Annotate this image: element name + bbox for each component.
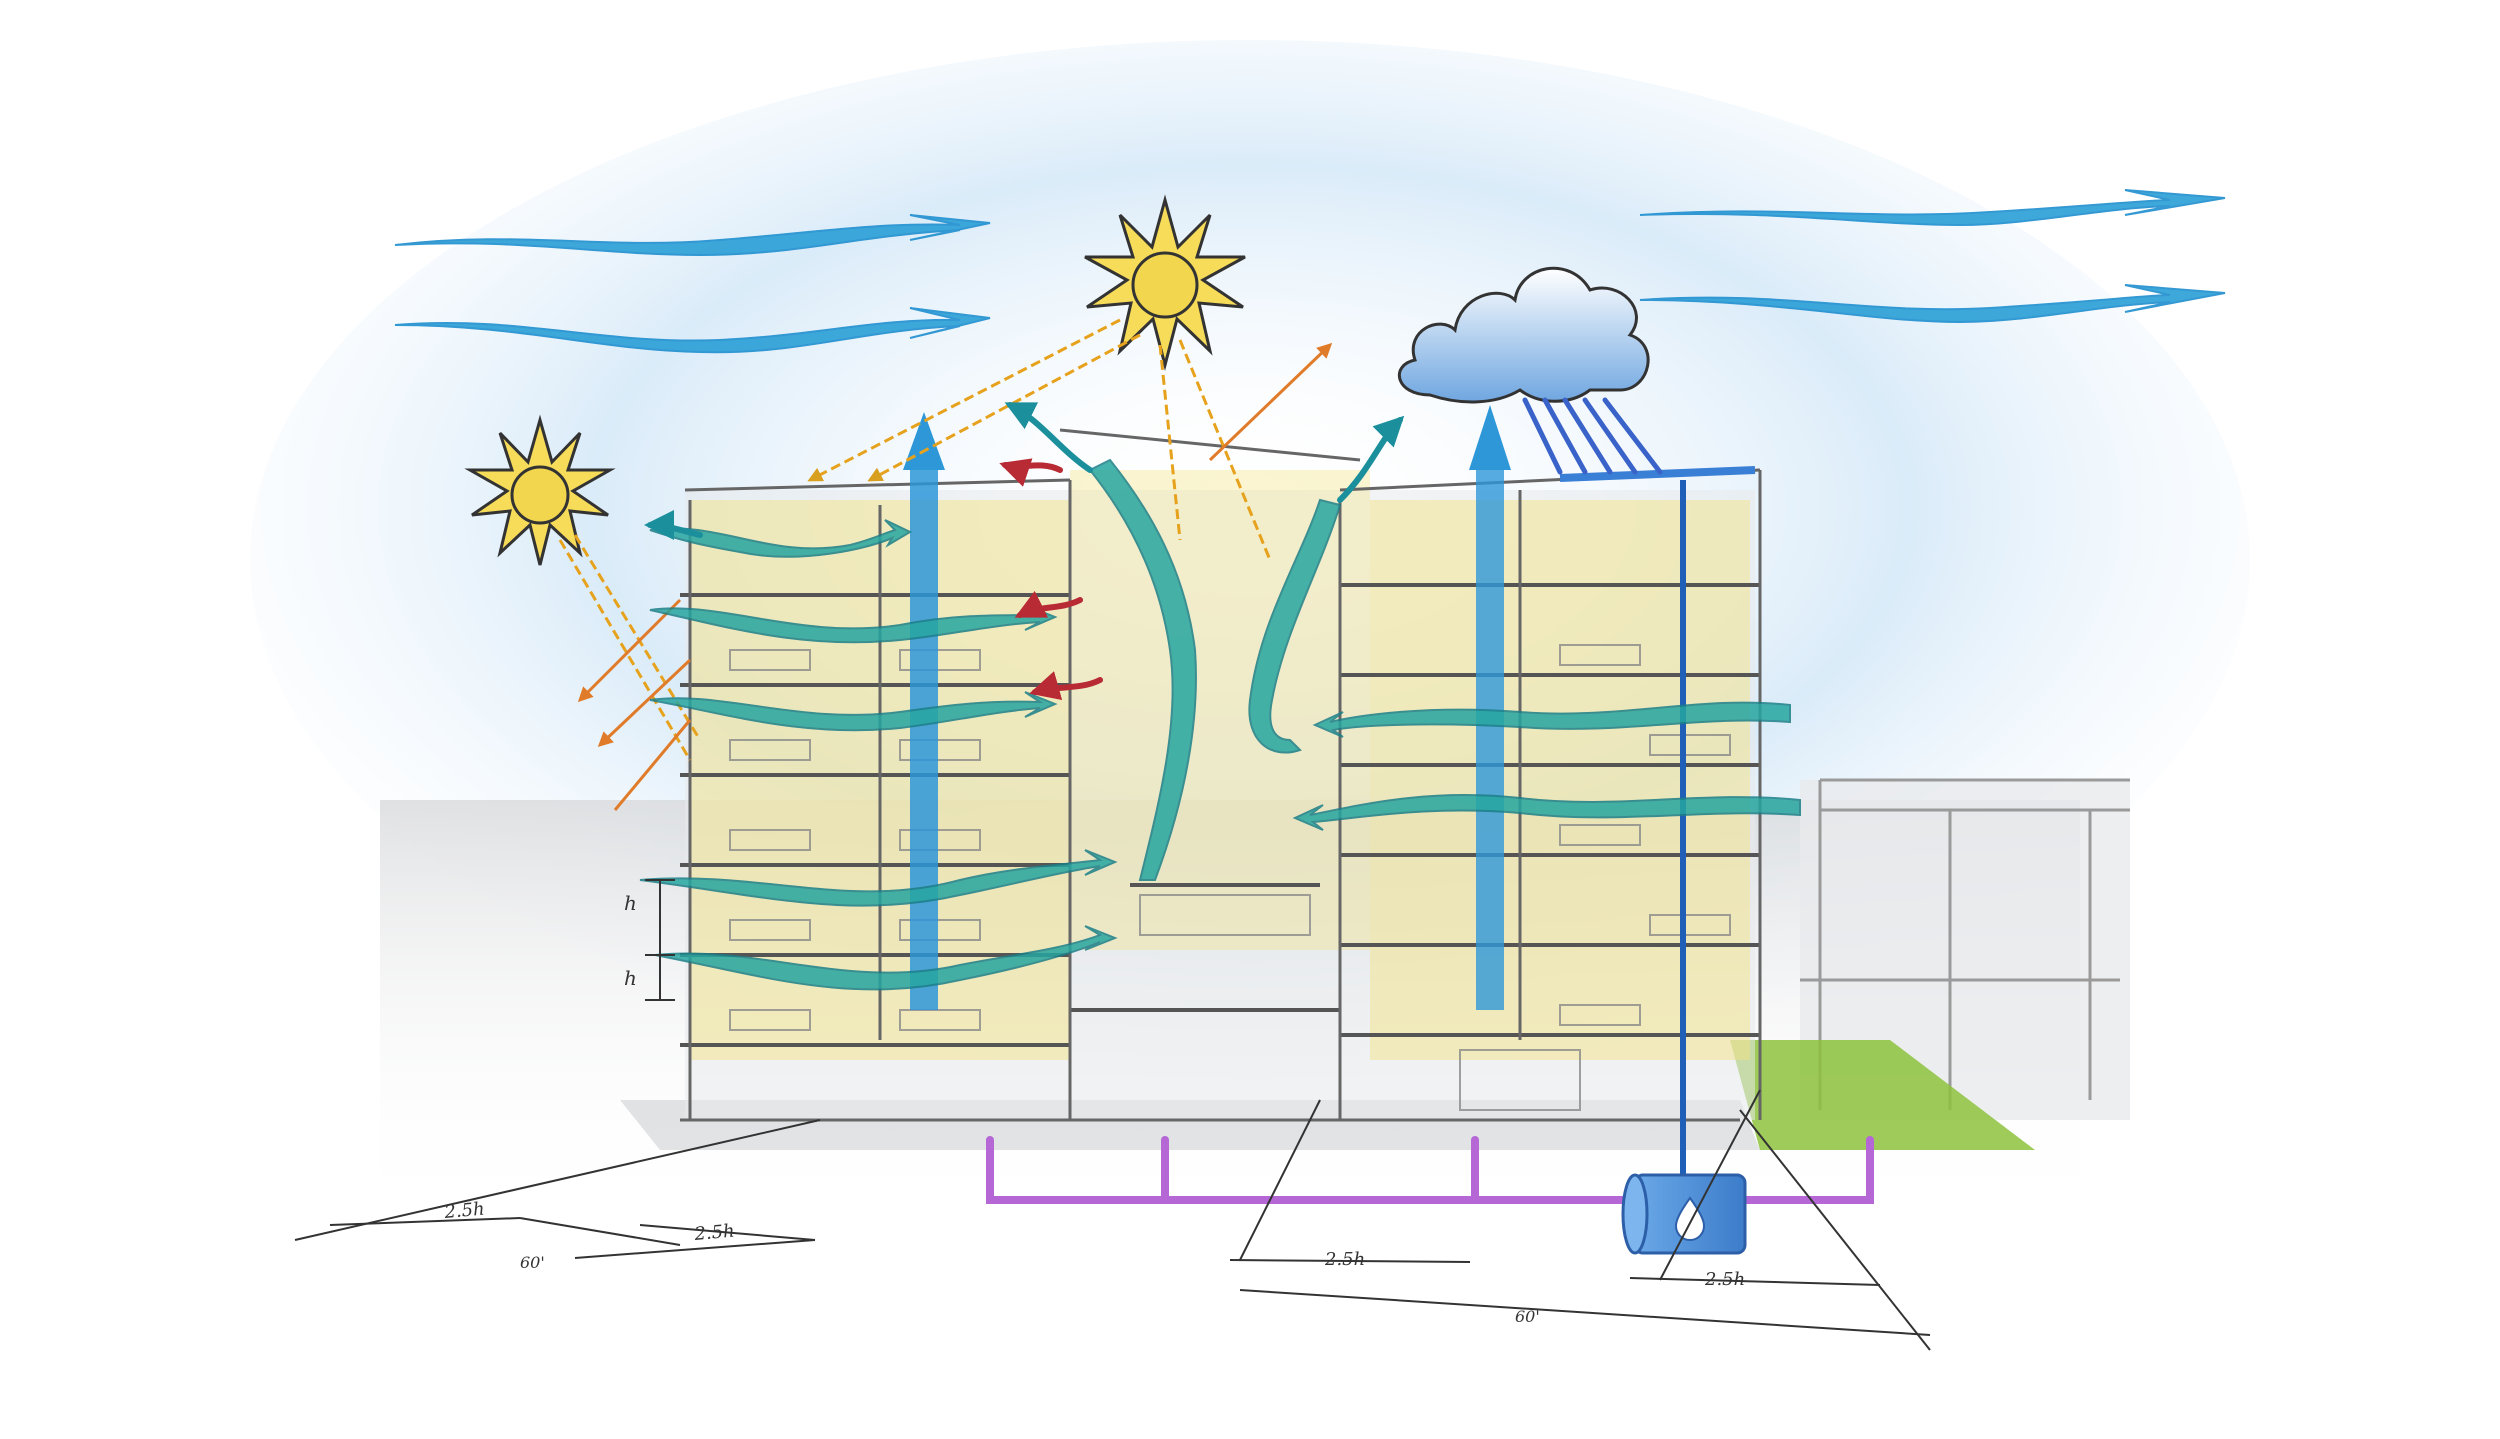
exhaust-outflow <box>644 402 1405 541</box>
dim-left-module-2: 2.5h <box>693 1221 736 1246</box>
dim-floor-height-2: h <box>624 966 637 990</box>
lawn <box>1730 1040 2035 1150</box>
dim-left-module-1: 2.5h <box>443 1199 486 1224</box>
dim-right-total: 60' <box>1515 1307 1540 1326</box>
wind-stream-3 <box>1639 189 2226 227</box>
daylight-zone-right <box>1370 500 1750 1060</box>
wind-stream-2 <box>394 307 991 354</box>
dim-left-total: 60' <box>520 1253 545 1272</box>
building-section <box>680 428 1762 1122</box>
water-pipe-network <box>986 1136 1874 1204</box>
air-flow-ribbon <box>1312 701 1791 738</box>
dim-floor-height-1: h <box>624 891 637 915</box>
wind-streams <box>394 189 2226 354</box>
dimension-labels: 2.5h 2.5h 60' 2.5h 2.5h 60' h h <box>443 891 1746 1326</box>
rain-lines <box>1522 397 1663 475</box>
sun-icon <box>1084 194 1246 371</box>
dim-right-module-2: 2.5h <box>1704 1269 1745 1290</box>
stack-shaft-right <box>1476 470 1504 1010</box>
wind-stream-1 <box>394 214 991 257</box>
stack-shaft-left <box>910 470 938 1010</box>
air-flow-ribbon <box>649 519 913 558</box>
dim-right-module-1: 2.5h <box>1324 1249 1365 1270</box>
air-flow-ribbon <box>639 849 1118 907</box>
atrium-stack-flow <box>1088 458 1342 881</box>
wind-stream-4 <box>1639 284 2226 324</box>
cistern <box>1621 1173 1747 1255</box>
air-flow-ribbon <box>654 925 1118 991</box>
sun-icon <box>464 414 616 566</box>
reflected-rays <box>577 342 1333 811</box>
dimension-lines <box>294 879 1931 1351</box>
stack-shafts <box>903 405 1511 1010</box>
warm-exhaust <box>999 458 1103 700</box>
air-flow-ribbon <box>1292 793 1801 831</box>
